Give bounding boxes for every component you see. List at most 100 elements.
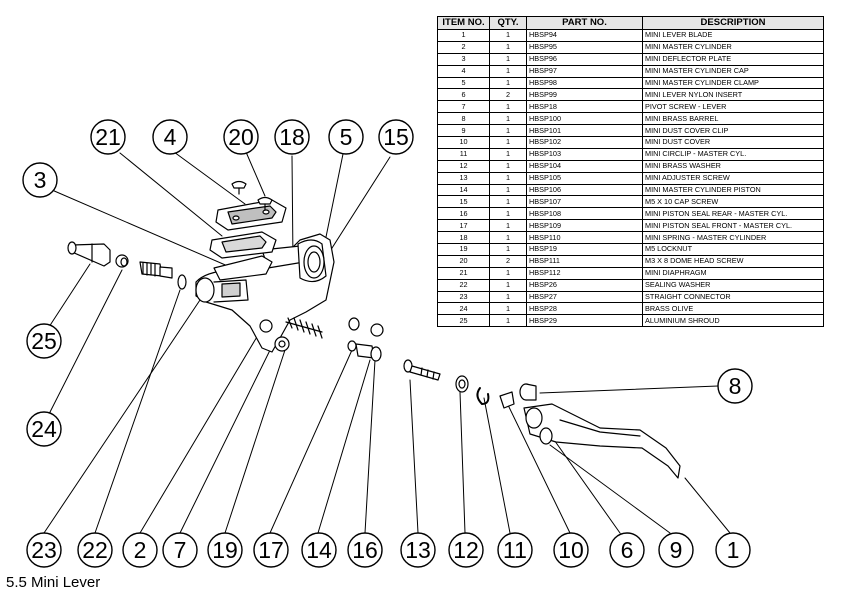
item-no-cell: 12 bbox=[437, 159, 490, 173]
qty-cell: 2 bbox=[489, 254, 527, 268]
item-no-cell: 2 bbox=[437, 40, 490, 54]
svg-text:18: 18 bbox=[279, 124, 305, 150]
part-brass-barrel bbox=[519, 383, 537, 401]
svg-text:5: 5 bbox=[340, 124, 353, 150]
description-cell: MINI MASTER CYLINDER CAP bbox=[642, 64, 824, 78]
part-no-cell: HBSP98 bbox=[526, 76, 643, 90]
part-brass-olive bbox=[115, 254, 129, 268]
description-cell: MINI MASTER CYLINDER CLAMP bbox=[642, 76, 824, 90]
svg-text:9: 9 bbox=[670, 537, 683, 563]
qty-cell: 1 bbox=[489, 290, 527, 304]
item-no-cell: 15 bbox=[437, 195, 490, 209]
description-cell: MINI BRASS WASHER bbox=[642, 159, 824, 173]
item-no-cell: 17 bbox=[437, 219, 490, 233]
item-no-cell: 22 bbox=[437, 278, 490, 292]
svg-text:14: 14 bbox=[306, 537, 332, 563]
description-cell: M5 LOCKNUT bbox=[642, 243, 824, 256]
svg-text:4: 4 bbox=[164, 124, 177, 150]
balloon-1: 1 bbox=[715, 532, 751, 568]
description-cell: MINI DUST COVER CLIP bbox=[642, 124, 824, 138]
item-no-cell: 6 bbox=[437, 88, 490, 102]
qty-cell: 1 bbox=[489, 219, 527, 233]
part-no-cell: HBSP19 bbox=[526, 243, 643, 256]
qty-cell: 1 bbox=[489, 278, 527, 292]
part-no-cell: HBSP103 bbox=[526, 147, 643, 161]
qty-cell: 1 bbox=[489, 40, 527, 54]
item-no-cell: 8 bbox=[437, 112, 490, 126]
description-cell: MINI CIRCLIP - MASTER CYL. bbox=[642, 147, 824, 161]
description-cell: MINI ADJUSTER SCREW bbox=[642, 171, 824, 185]
item-no-cell: 13 bbox=[437, 171, 490, 185]
part-master-cylinder bbox=[195, 233, 335, 353]
part-circlip bbox=[476, 387, 490, 405]
part-no-cell: HBSP96 bbox=[526, 52, 643, 66]
description-cell: SEALING WASHER bbox=[642, 278, 824, 292]
balloon-4: 4 bbox=[152, 119, 188, 155]
part-no-cell: HBSP112 bbox=[526, 266, 643, 280]
balloon-13: 13 bbox=[400, 532, 436, 568]
svg-text:2: 2 bbox=[134, 537, 147, 563]
figure-caption: 5.5 Mini Lever bbox=[6, 574, 101, 591]
svg-text:16: 16 bbox=[352, 537, 378, 563]
description-cell: MINI PISTON SEAL FRONT - MASTER CYL. bbox=[642, 219, 824, 233]
svg-text:19: 19 bbox=[212, 537, 238, 563]
svg-text:13: 13 bbox=[405, 537, 431, 563]
part-brass-washer bbox=[455, 375, 469, 393]
qty-cell: 1 bbox=[489, 52, 527, 66]
qty-cell: 1 bbox=[489, 159, 527, 173]
description-cell: MINI MASTER CYLINDER bbox=[642, 40, 824, 54]
part-no-cell: HBSP102 bbox=[526, 136, 643, 149]
balloon-8: 8 bbox=[717, 368, 753, 404]
part-diaphragm bbox=[209, 231, 277, 259]
qty-cell: 1 bbox=[489, 147, 527, 161]
item-balloons: 21 4 20 18 5 15 3 25 24 8 23 22 2 7 19 1… bbox=[22, 119, 753, 568]
part-no-cell: HBSP28 bbox=[526, 302, 643, 316]
description-cell: BRASS OLIVE bbox=[642, 302, 824, 316]
part-no-cell: HBSP26 bbox=[526, 278, 643, 292]
part-no-cell: HBSP29 bbox=[526, 314, 643, 328]
balloon-25: 25 bbox=[26, 323, 62, 359]
item-no-cell: 10 bbox=[437, 136, 490, 149]
part-no-cell: HBSP18 bbox=[526, 100, 643, 114]
header-qty: QTY. bbox=[489, 16, 527, 30]
description-cell: MINI PISTON SEAL REAR - MASTER CYL. bbox=[642, 207, 824, 221]
part-sealing-washer bbox=[177, 274, 187, 290]
item-no-cell: 9 bbox=[437, 124, 490, 138]
qty-cell: 2 bbox=[489, 88, 527, 102]
description-cell: M5 X 10 CAP SCREW bbox=[642, 195, 824, 209]
balloon-19: 19 bbox=[207, 532, 243, 568]
part-no-cell: HBSP101 bbox=[526, 124, 643, 138]
svg-text:3: 3 bbox=[34, 167, 47, 193]
qty-cell: 1 bbox=[489, 124, 527, 138]
item-no-cell: 5 bbox=[437, 76, 490, 90]
part-no-cell: HBSP27 bbox=[526, 290, 643, 304]
svg-text:23: 23 bbox=[31, 537, 57, 563]
item-no-cell: 24 bbox=[437, 302, 490, 316]
part-piston-seals bbox=[347, 317, 384, 362]
qty-cell: 1 bbox=[489, 243, 527, 256]
description-cell: STRAIGHT CONNECTOR bbox=[642, 290, 824, 304]
part-lever-blade bbox=[523, 403, 681, 479]
qty-cell: 1 bbox=[489, 29, 527, 42]
item-no-cell: 11 bbox=[437, 147, 490, 161]
part-no-cell: HBSP108 bbox=[526, 207, 643, 221]
qty-cell: 1 bbox=[489, 195, 527, 209]
svg-text:24: 24 bbox=[31, 416, 57, 442]
